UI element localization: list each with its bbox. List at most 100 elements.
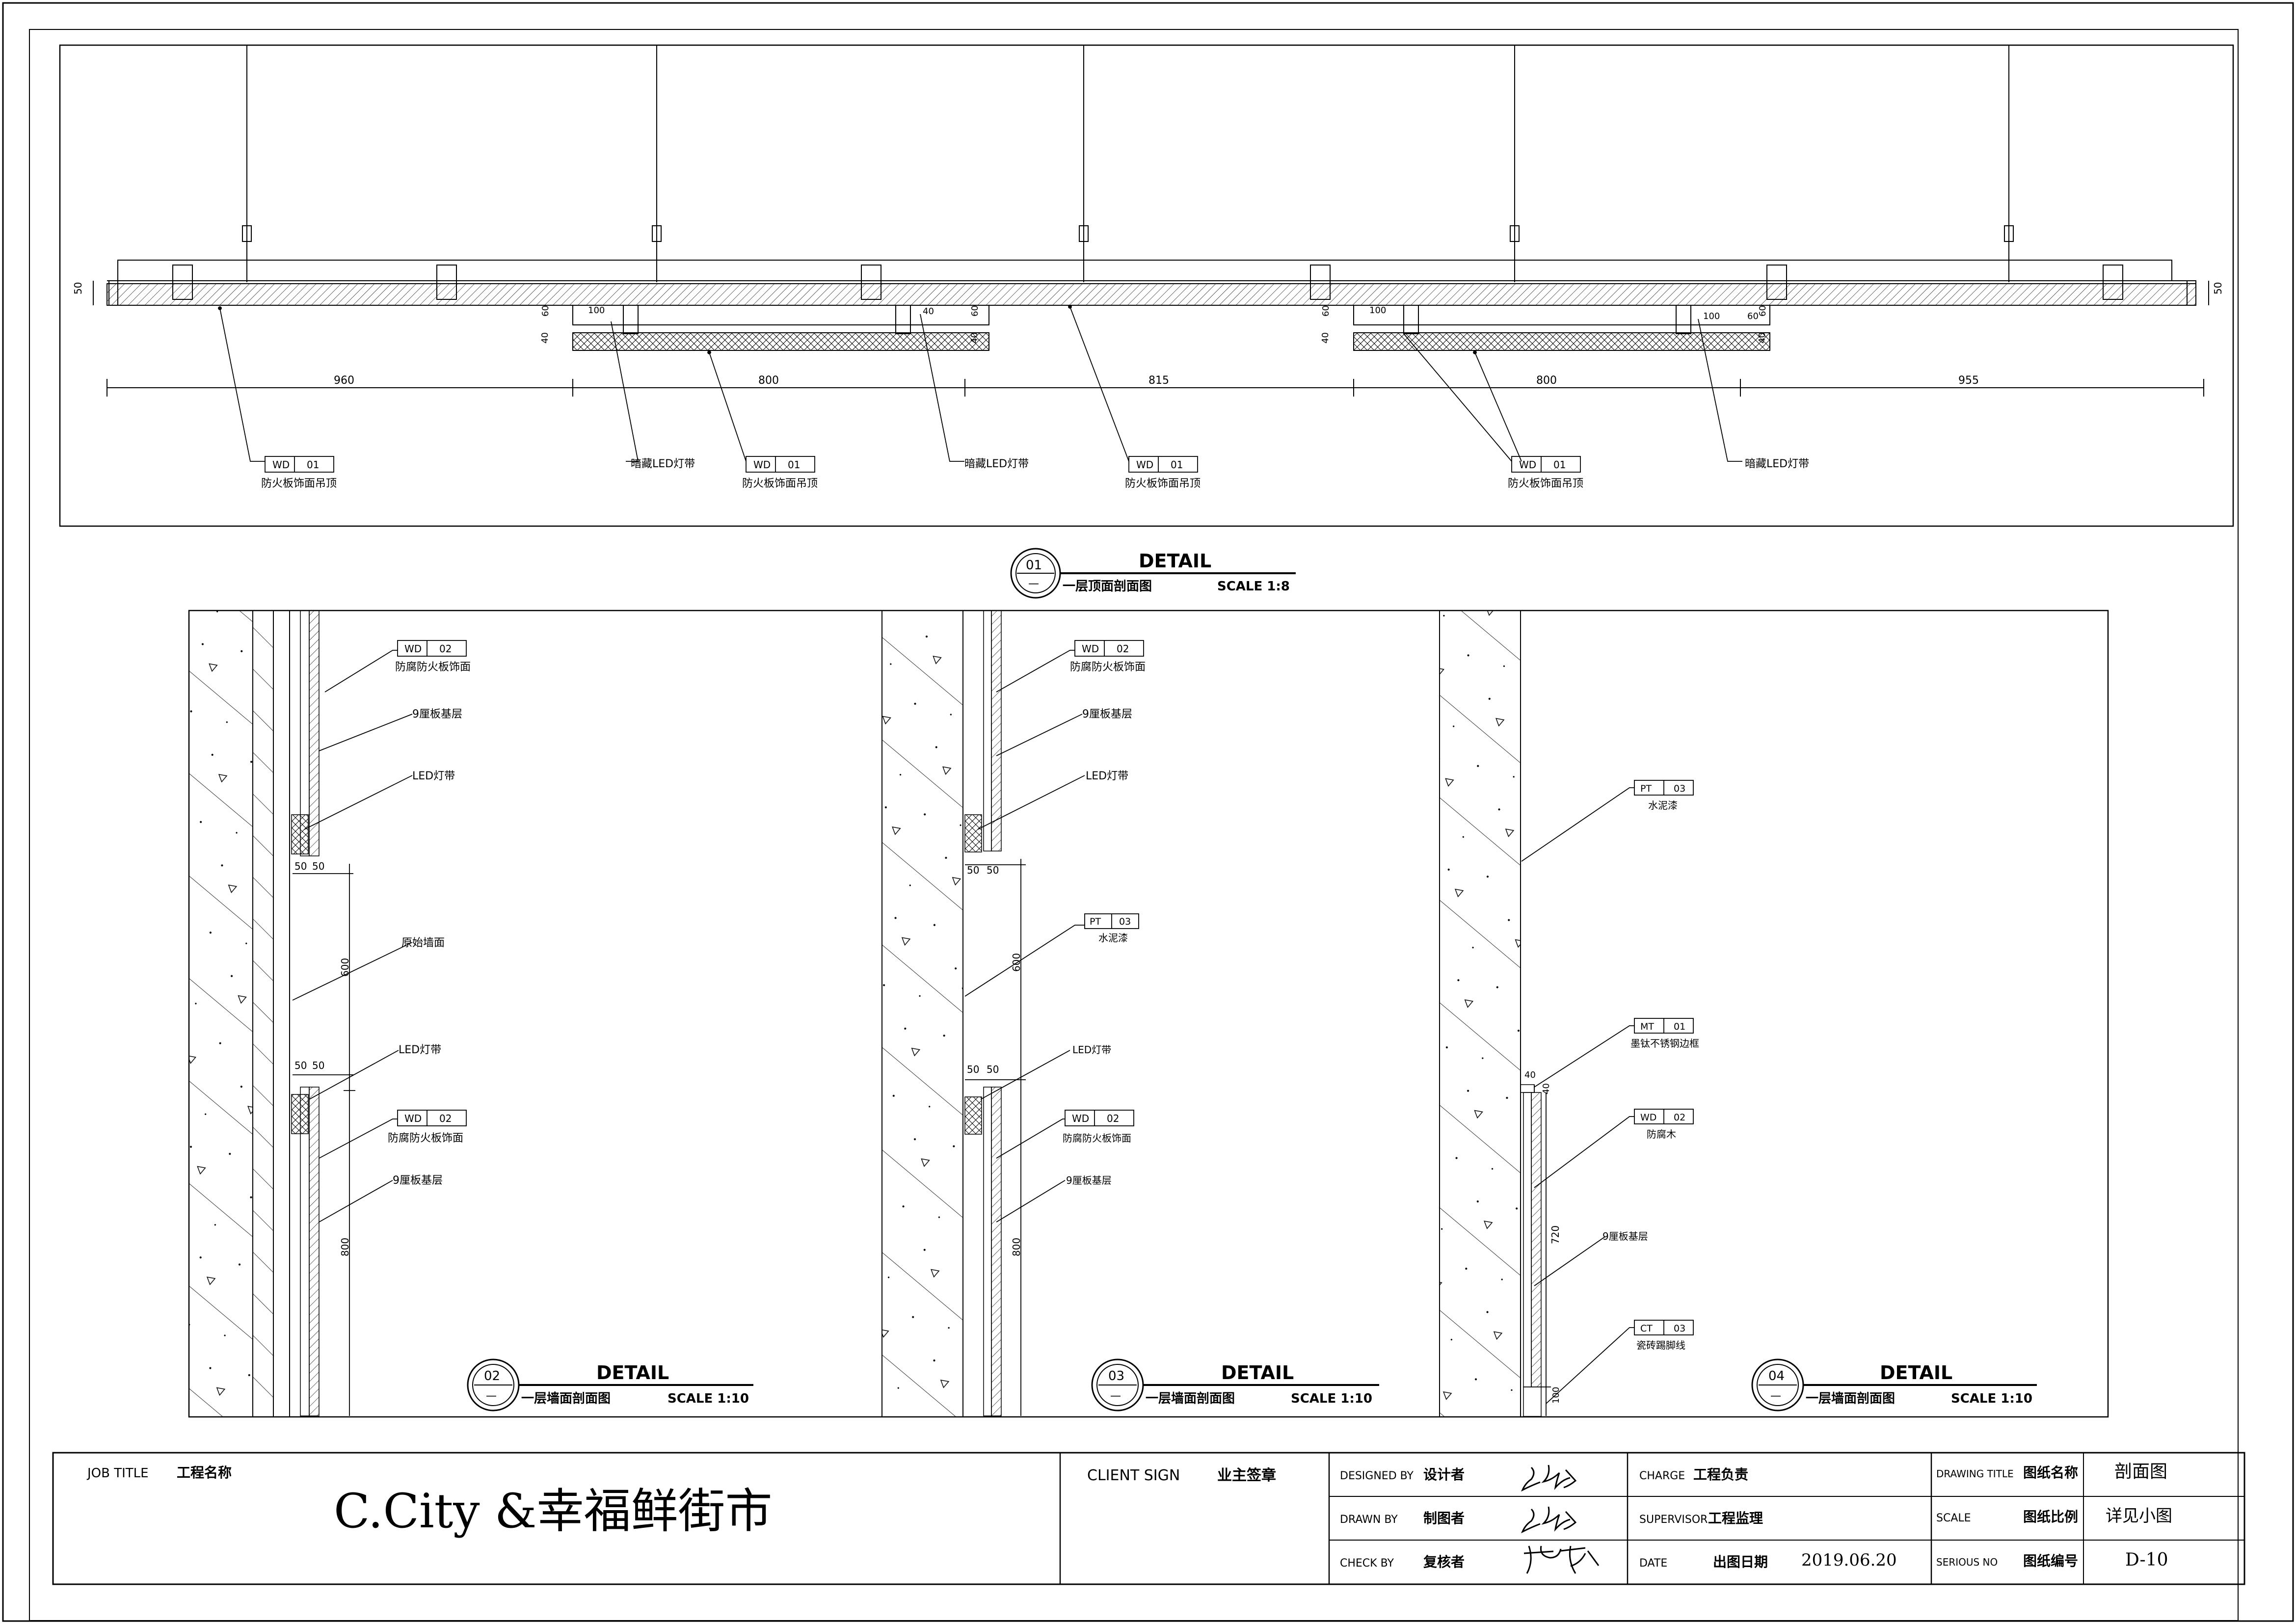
dim-small: 40: [540, 332, 550, 344]
tag-label: 防火板饰面吊顶: [261, 478, 337, 490]
dim-50: 50: [294, 860, 307, 872]
supervisor-cn: 工程监理: [1708, 1510, 1763, 1526]
section-04-wall: 40 40 720 100 PT 03 水泥漆 MT 01 墨钛不锈钢边框 WD…: [1439, 611, 1699, 1417]
led-label: 暗藏LED灯带: [964, 458, 1029, 470]
dim-100: 100: [1551, 1387, 1561, 1404]
dim-800-b: 800: [1536, 374, 1557, 387]
dim-small: 40: [923, 306, 934, 317]
charge-en: CHARGE: [1639, 1470, 1685, 1482]
dim-small: 100: [1369, 305, 1386, 316]
title-scale: SCALE 1:8: [1217, 579, 1290, 594]
project-name: C.City &幸福鲜街市: [334, 1484, 772, 1539]
tag-code: WD: [272, 459, 290, 471]
tag-code: WD: [1082, 643, 1099, 655]
tag-code: WD: [1072, 1113, 1089, 1124]
signature-drafter: [1521, 1506, 1577, 1534]
date-en: DATE: [1639, 1557, 1667, 1570]
dim-800-a: 800: [758, 374, 779, 387]
drawing-title-en: DRAWING TITLE: [1936, 1468, 2014, 1480]
dim-50: 50: [312, 1060, 324, 1071]
dim-small: 60: [1321, 305, 1331, 317]
job-title-cn: 工程名称: [177, 1464, 232, 1481]
tag-num: 03: [1119, 916, 1131, 927]
dim-600: 600: [1011, 953, 1022, 972]
led-label: LED灯带: [1072, 1044, 1111, 1056]
tag-code: WD: [1136, 459, 1153, 471]
signature-checker: [1523, 1545, 1600, 1574]
tag-code: PT: [1090, 916, 1101, 927]
dim-955: 955: [1958, 374, 1979, 387]
tag-num: 02: [439, 1113, 452, 1124]
tag-code: WD: [1519, 459, 1536, 471]
title-sub: —: [486, 1390, 497, 1402]
tag-label: 防腐防火板饰面: [388, 1132, 463, 1145]
serious-no-cn: 图纸编号: [2023, 1553, 2078, 1569]
tag-code: WD: [1640, 1112, 1656, 1123]
tag-num: 03: [1674, 783, 1685, 794]
dim-50-right: 50: [2212, 282, 2224, 294]
section-04-title: 04 — DETAIL 一层墙面剖面图 SCALE 1:10: [1751, 1358, 2037, 1411]
led-label: LED灯带: [412, 770, 455, 782]
tag-label: 防腐木: [1647, 1128, 1676, 1140]
tag-num: 02: [439, 643, 452, 655]
layer-label: 9厘板基层: [1602, 1230, 1648, 1242]
title-word: DETAIL: [1139, 550, 1211, 572]
designed-by-cn: 设计者: [1423, 1466, 1465, 1483]
dim-small: 60: [540, 305, 551, 317]
dim-small: 60: [1758, 305, 1768, 317]
title-num: 02: [484, 1369, 500, 1384]
tag-code: WD: [753, 459, 771, 471]
title-sub: —: [1028, 578, 1039, 590]
dim-small: 40: [1757, 332, 1767, 344]
charge-cn: 工程负责: [1693, 1466, 1748, 1483]
section-03-wall: 50 50 50 50 600 800 WD 02 防腐防火板饰面 9厘板基层 …: [881, 610, 1146, 1417]
tag-label: 防火板饰面吊顶: [1125, 478, 1201, 490]
title-sub: —: [1110, 1390, 1121, 1402]
scale-value: 详见小图: [2106, 1506, 2172, 1526]
dim-small: 60: [970, 305, 980, 317]
dim-960: 960: [334, 374, 354, 387]
tag-label: 防火板饰面吊顶: [1508, 478, 1583, 490]
dim-50: 50: [987, 864, 999, 876]
section-02-title: 02 — DETAIL 一层墙面剖面图 SCALE 1:10: [467, 1358, 753, 1411]
tag-label: 水泥漆: [1648, 799, 1678, 811]
dim-800: 800: [339, 1238, 351, 1256]
tag-code: MT: [1640, 1021, 1654, 1032]
tag-code: WD: [404, 643, 422, 655]
tag-num: 02: [1674, 1112, 1685, 1123]
dim-small: 100: [588, 305, 605, 316]
wall-label: 原始墙面: [401, 937, 445, 949]
tag-num: 01: [1674, 1021, 1685, 1032]
tag-code: CT: [1640, 1323, 1653, 1334]
dim-50: 50: [967, 864, 979, 876]
tag-num: 01: [788, 459, 800, 471]
title-word: DETAIL: [596, 1362, 669, 1384]
layer-label: 9厘板基层: [1066, 1174, 1112, 1186]
designed-by-en: DESIGNED BY: [1340, 1470, 1414, 1482]
section-02-wall: 50 50 50 50 600 800 WD 02 防腐防火板饰面 9厘板基层 …: [189, 610, 471, 1417]
dim-50-left: 50: [72, 282, 84, 294]
tag-label: 水泥漆: [1098, 932, 1128, 944]
dim-50: 50: [294, 1060, 307, 1071]
layer-label: 9厘板基层: [1082, 708, 1132, 720]
check-by-cn: 复核者: [1423, 1554, 1465, 1570]
title-name: 一层墙面剖面图: [1146, 1391, 1235, 1406]
title-scale: SCALE 1:10: [667, 1391, 749, 1406]
title-block-text: JOB TITLE 工程名称 C.City &幸福鲜街市 CLIENT SIGN…: [86, 1462, 2172, 1570]
client-sign-en: CLIENT SIGN: [1087, 1467, 1180, 1484]
title-name: 一层墙面剖面图: [1806, 1391, 1895, 1406]
section-01-title: 01 — DETAIL 一层顶面剖面图 SCALE 1:8: [1010, 548, 1296, 599]
tag-num: 01: [307, 459, 319, 471]
tag-num: 03: [1674, 1323, 1685, 1334]
drawn-by-en: DRAWN BY: [1340, 1514, 1398, 1526]
date-value: 2019.06.20: [1801, 1550, 1897, 1570]
tag-num: 01: [1553, 459, 1566, 471]
title-word: DETAIL: [1880, 1362, 1952, 1384]
tag-label: 防火板饰面吊顶: [742, 478, 818, 490]
tag-label: 防腐防火板饰面: [1063, 1132, 1131, 1144]
scale-en: SCALE: [1936, 1512, 1971, 1524]
title-scale: SCALE 1:10: [1951, 1391, 2032, 1406]
section-01-ceiling: 50 50 960 800 815 800 955 100 60 40 60 4…: [59, 44, 2234, 527]
title-word: DETAIL: [1221, 1362, 1294, 1384]
